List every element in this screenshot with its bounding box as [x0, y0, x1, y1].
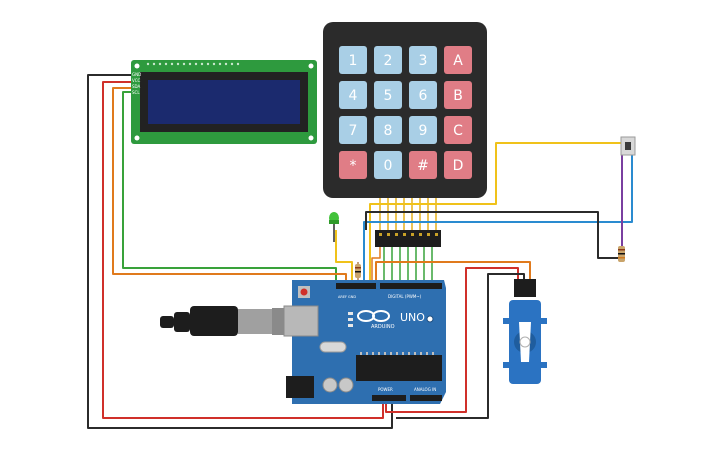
wire-led-yellow[interactable]	[335, 230, 353, 284]
usb-port	[283, 305, 319, 337]
keypad-key-6[interactable]: 6	[409, 81, 437, 109]
digital-header	[336, 283, 442, 289]
keypad-key-label: 2	[384, 53, 393, 69]
wire-lcd-gnd[interactable]	[87, 74, 393, 429]
wire-servo-black[interactable]	[396, 273, 525, 419]
wire-header-orange[interactable]	[371, 247, 381, 284]
green-led[interactable]	[329, 212, 339, 224]
keypad-key-7[interactable]: 7	[339, 116, 367, 144]
keypad-key-label: 7	[349, 123, 358, 139]
lcd-corner-holes	[134, 63, 314, 141]
keypad-module[interactable]: 1 2 3 A 4 5 6 B 7 8 9 C * 0 # D	[323, 22, 487, 198]
keypad-key-label: 6	[419, 88, 428, 104]
atmega-chip	[356, 355, 442, 381]
keypad-header-connector	[375, 230, 441, 247]
uno-label: UNO	[400, 311, 425, 324]
lcd-i2c-pins: GND VCC SDA SCL	[132, 72, 141, 95]
keypad-key-0[interactable]: 0	[374, 151, 402, 179]
keypad-key-label: 1	[349, 53, 358, 69]
keypad-key-4[interactable]: 4	[339, 81, 367, 109]
keypad-key-A[interactable]: A	[444, 46, 472, 74]
power-header	[372, 395, 442, 401]
arduino-uno[interactable]: DIGITAL (PWM~) AREF GND ARDUINO UNO POWE…	[283, 280, 446, 404]
keypad-key-label: D	[453, 158, 464, 174]
analog-label: ANALOG IN	[414, 387, 436, 392]
lcd-pin-holes	[146, 62, 240, 66]
aref-label: AREF	[338, 295, 347, 299]
wire-servo-red[interactable]	[385, 267, 519, 413]
power-label: POWER	[378, 387, 393, 392]
keypad-key-label: 8	[384, 123, 393, 139]
arduino-brand-text: ARDUINO	[371, 324, 395, 330]
wire-keypad-ribbon	[379, 198, 437, 230]
servo-motor[interactable]	[503, 279, 547, 384]
keypad-key-label: #	[417, 158, 429, 174]
wire-lcd-sda[interactable]	[122, 91, 337, 282]
keypad-keys: 1 2 3 A 4 5 6 B 7 8 9 C * 0 # D	[339, 46, 472, 179]
keypad-key-label: 9	[419, 123, 428, 139]
wire-lcd-scl[interactable]	[112, 87, 347, 282]
lcd-module[interactable]: GND VCC SDA SCL	[131, 60, 317, 144]
lcd-pin-sda: SDA	[132, 84, 141, 89]
keypad-key-label: 3	[419, 53, 428, 69]
keypad-key-label: 0	[384, 158, 393, 174]
arduino-board	[292, 280, 446, 404]
keypad-key-2[interactable]: 2	[374, 46, 402, 74]
led-resistor[interactable]	[355, 264, 361, 278]
keypad-key-#[interactable]: #	[409, 151, 437, 179]
keypad-key-label: *	[350, 158, 357, 174]
push-button[interactable]	[620, 136, 636, 156]
wire-resistor-black[interactable]	[365, 211, 618, 259]
wire-header-to-arduino	[383, 247, 433, 284]
usb-cable[interactable]	[160, 306, 288, 336]
keypad-key-label: C	[453, 123, 463, 139]
keypad-key-label: A	[453, 53, 463, 69]
keypad-key-B[interactable]: B	[444, 81, 472, 109]
status-leds	[348, 312, 353, 327]
wire-lcd-vcc[interactable]	[102, 81, 384, 419]
digital-label: DIGITAL (PWM~)	[388, 294, 422, 299]
servo-connector	[514, 279, 536, 297]
keypad-key-C[interactable]: C	[444, 116, 472, 144]
gnd-label: GND	[348, 295, 356, 299]
keypad-key-label: 4	[349, 88, 358, 104]
lcd-screen	[148, 80, 300, 124]
lcd-pin-gnd: GND	[132, 72, 141, 77]
button-pulldown-resistor[interactable]	[618, 246, 625, 262]
keypad-key-label: 5	[384, 88, 393, 104]
capacitors	[322, 377, 354, 393]
keypad-key-8[interactable]: 8	[374, 116, 402, 144]
lcd-pin-scl: SCL	[132, 90, 140, 95]
keypad-key-*[interactable]: *	[339, 151, 367, 179]
keypad-key-9[interactable]: 9	[409, 116, 437, 144]
keypad-key-3[interactable]: 3	[409, 46, 437, 74]
lcd-pin-vcc: VCC	[132, 78, 141, 83]
arduino-logo: ARDUINO	[357, 310, 395, 330]
keypad-key-D[interactable]: D	[444, 151, 472, 179]
keypad-key-1[interactable]: 1	[339, 46, 367, 74]
keypad-key-label: B	[453, 88, 463, 104]
wire-servo-orange[interactable]	[375, 261, 531, 284]
power-jack	[286, 376, 314, 398]
wire-button-yellow[interactable]	[369, 142, 626, 284]
keypad-key-5[interactable]: 5	[374, 81, 402, 109]
crystal	[319, 341, 347, 353]
